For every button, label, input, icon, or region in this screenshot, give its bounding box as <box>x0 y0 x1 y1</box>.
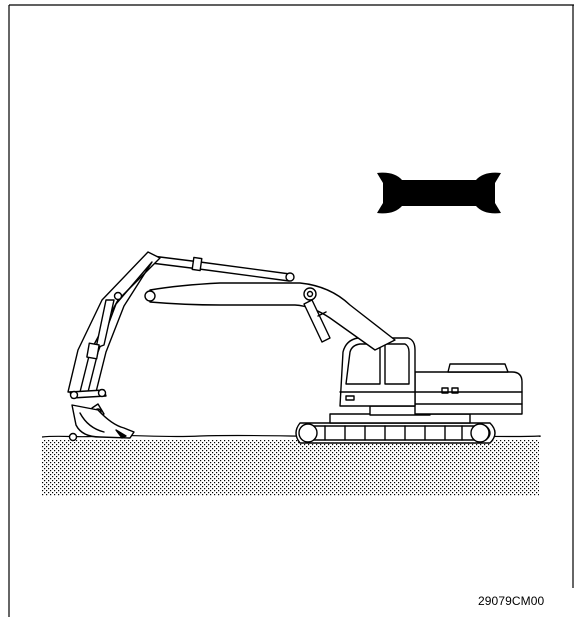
ground <box>41 434 541 496</box>
figure-code: 29079CM00 <box>478 594 545 608</box>
upper-structure <box>414 363 523 415</box>
boom <box>144 282 396 351</box>
operator-cab <box>339 337 416 407</box>
track-assembly <box>295 405 496 444</box>
boom-cylinder <box>303 299 331 343</box>
arm <box>67 251 161 393</box>
wrench-icon <box>377 172 501 214</box>
page-border <box>8 4 574 617</box>
excavator-illustration <box>67 251 523 444</box>
bucket <box>71 404 135 439</box>
arm-cylinder <box>147 254 295 282</box>
